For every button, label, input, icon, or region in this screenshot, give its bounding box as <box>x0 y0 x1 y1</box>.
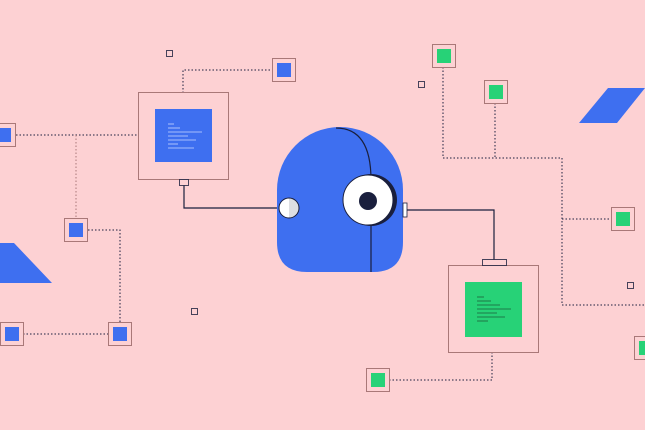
connector-eye-window <box>406 209 495 260</box>
code-window-left <box>138 92 229 186</box>
robot-head-icon <box>277 127 408 272</box>
parallelogram-left <box>0 243 52 283</box>
connector-bottom-green <box>389 352 493 381</box>
dotted-connectors <box>16 67 645 381</box>
solid-connectors <box>183 185 495 260</box>
node-square-blue-4 <box>0 322 24 346</box>
connector-top-right-green <box>442 67 645 306</box>
connector-ear-window <box>183 185 282 209</box>
node-square-green-2 <box>484 80 508 104</box>
node-square-blue-1 <box>272 58 296 82</box>
node-square-blue-2 <box>0 123 16 147</box>
node-square-green-5 <box>634 336 645 360</box>
node-square-blue-3 <box>64 218 88 242</box>
ear-icon <box>278 197 300 219</box>
parallelogram-right <box>579 88 645 123</box>
small-square-4 <box>627 282 634 289</box>
eye-port <box>402 202 408 218</box>
connector-left-vertical <box>88 229 121 322</box>
node-square-blue-5 <box>108 322 132 346</box>
code-window-right <box>448 259 539 353</box>
green-nodes <box>366 44 645 392</box>
connector-window-top <box>182 69 272 93</box>
blue-nodes <box>0 58 296 346</box>
node-square-green-3 <box>611 207 635 231</box>
eye-icon <box>342 174 397 226</box>
small-square-1 <box>166 50 173 57</box>
node-square-green-4 <box>366 368 390 392</box>
small-square-2 <box>418 81 425 88</box>
node-square-green-1 <box>432 44 456 68</box>
small-square-3 <box>191 308 198 315</box>
